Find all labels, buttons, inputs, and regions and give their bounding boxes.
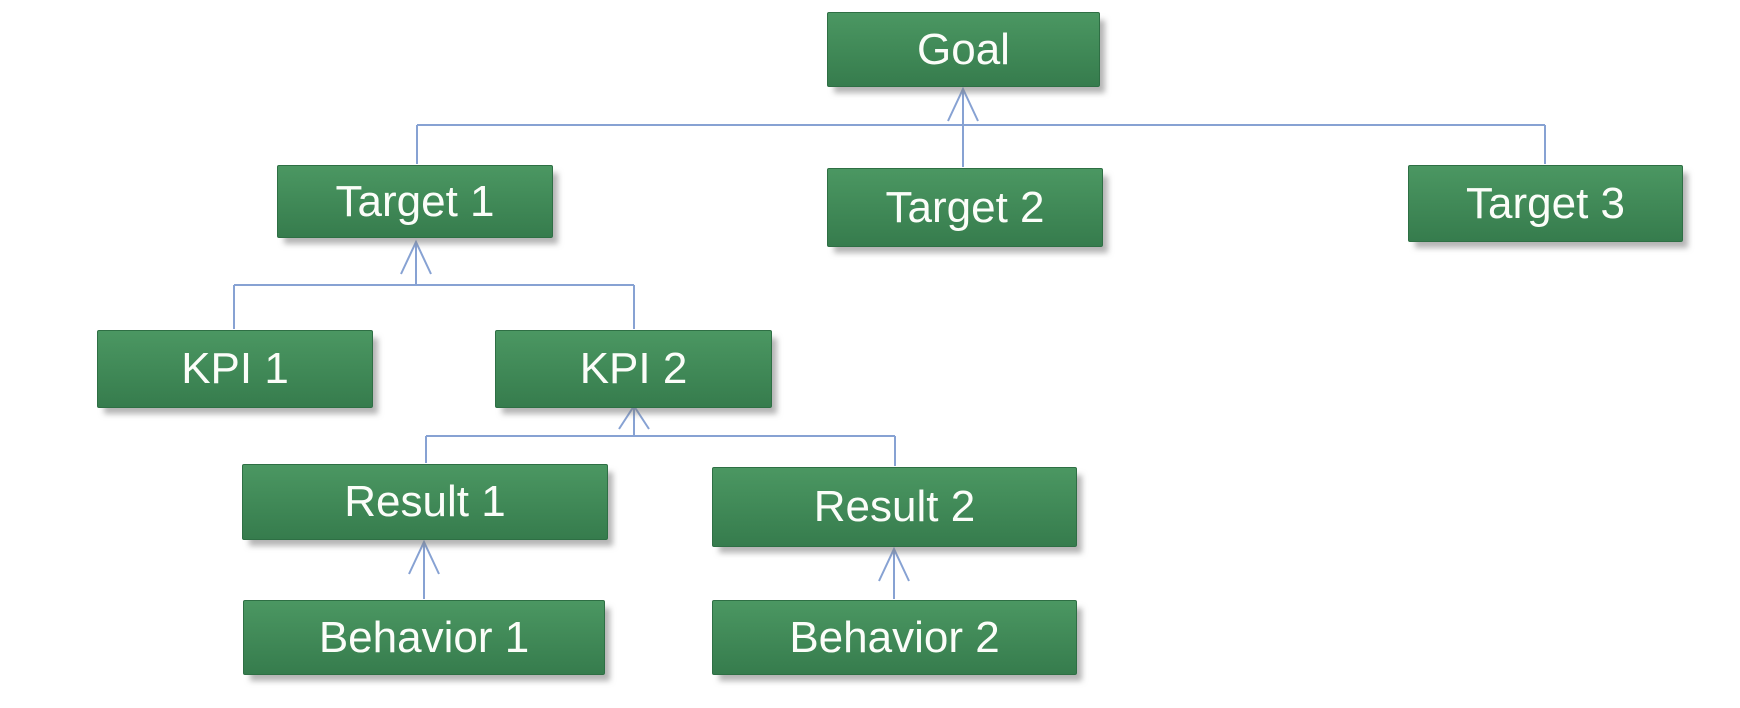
node-result-1[interactable]: Result 1 [242, 464, 608, 540]
node-target-2[interactable]: Target 2 [827, 168, 1103, 247]
node-label: KPI 1 [181, 344, 289, 393]
node-kpi-1[interactable]: KPI 1 [97, 330, 373, 408]
connector-targets-to-goal [416, 86, 1546, 167]
node-target-1[interactable]: Target 1 [277, 165, 553, 238]
node-label: Behavior 1 [318, 612, 530, 662]
node-goal[interactable]: Goal [827, 12, 1100, 87]
connector-results-to-kpi2 [425, 404, 896, 466]
node-target-3[interactable]: Target 3 [1408, 165, 1683, 242]
node-result-2[interactable]: Result 2 [712, 467, 1077, 547]
node-label: Behavior 2 [789, 612, 1000, 662]
node-label: Target 2 [885, 182, 1045, 232]
node-label: KPI 2 [579, 344, 688, 393]
node-label: Target 3 [1466, 178, 1625, 228]
arrowhead-up-icon [947, 86, 979, 122]
node-behavior-2[interactable]: Behavior 2 [712, 600, 1077, 675]
node-label: Goal [917, 24, 1010, 74]
node-label: Target 1 [335, 176, 495, 226]
connector-kpis-to-target1 [233, 239, 635, 329]
node-label: Result 2 [813, 482, 976, 531]
connector-behavior1-to-result1 [408, 539, 440, 599]
node-behavior-1[interactable]: Behavior 1 [243, 600, 605, 675]
arrowhead-up-icon [878, 546, 910, 582]
node-kpi-2[interactable]: KPI 2 [495, 330, 772, 408]
arrowhead-up-icon [408, 539, 440, 575]
connector-behavior2-to-result2 [878, 546, 910, 599]
arrowhead-up-icon [400, 239, 432, 275]
node-label: Result 1 [344, 477, 506, 526]
arrowhead-up-icon [618, 404, 650, 430]
